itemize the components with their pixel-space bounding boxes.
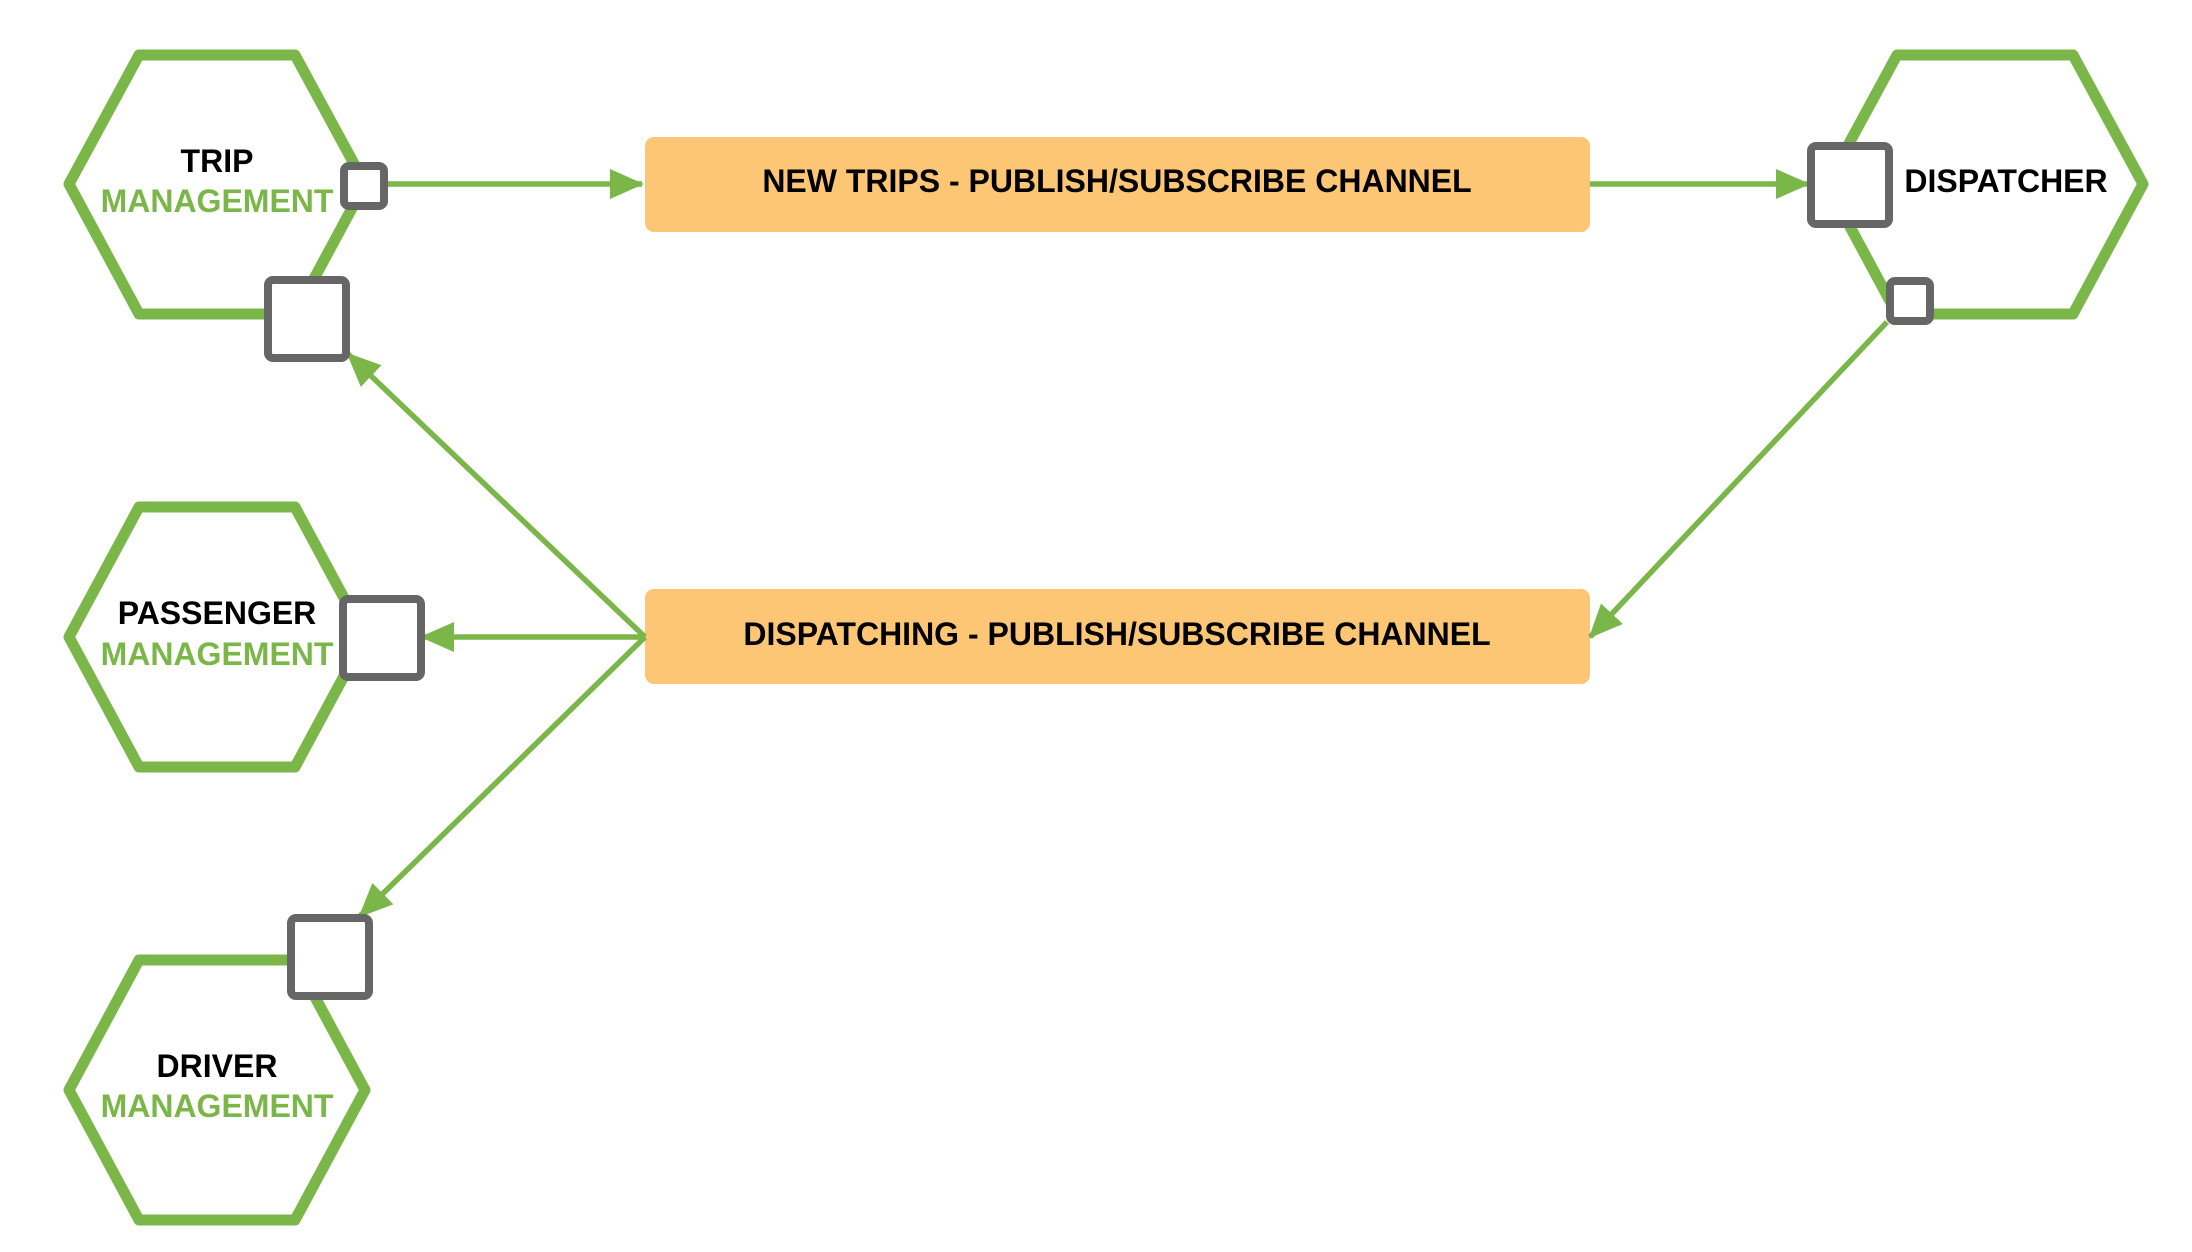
dispatcher-outbound-port (1886, 277, 1934, 325)
passenger-management-label-line2: MANAGEMENT (101, 636, 334, 672)
driver-management-label-line1: DRIVER (157, 1048, 278, 1084)
driver-management-hexagon (63, 954, 371, 1226)
new-trips-channel-label: NEW TRIPS - PUBLISH/SUBSCRIBE CHANNEL (762, 163, 1471, 199)
trip-management-label-line2: MANAGEMENT (101, 183, 334, 219)
arrow-dispatching-to-trip (346, 352, 647, 639)
trip-management-inbound-port (264, 276, 350, 362)
dispatching-channel-box (645, 589, 1590, 684)
dispatching-channel-label: DISPATCHING - PUBLISH/SUBSCRIBE CHANNEL (743, 616, 1490, 652)
driver-management-hexagon-shape (63, 954, 371, 1226)
new-trips-channel-box (645, 137, 1590, 232)
arrow-dispatching-to-driver (358, 635, 647, 918)
passenger-management-label-line1: PASSENGER (118, 595, 317, 631)
dispatcher-inbound-port (1807, 142, 1893, 228)
passenger-management-inbound-port (339, 595, 425, 681)
arrow-dispatcher-to-dispatching (1587, 320, 1890, 639)
driver-management-inbound-port (287, 914, 373, 1000)
driver-management-label-line2: MANAGEMENT (101, 1088, 334, 1124)
dispatcher-label: DISPATCHER (1904, 163, 2107, 199)
trip-management-label-line1: TRIP (181, 143, 254, 179)
trip-management-outbound-port (340, 162, 388, 210)
